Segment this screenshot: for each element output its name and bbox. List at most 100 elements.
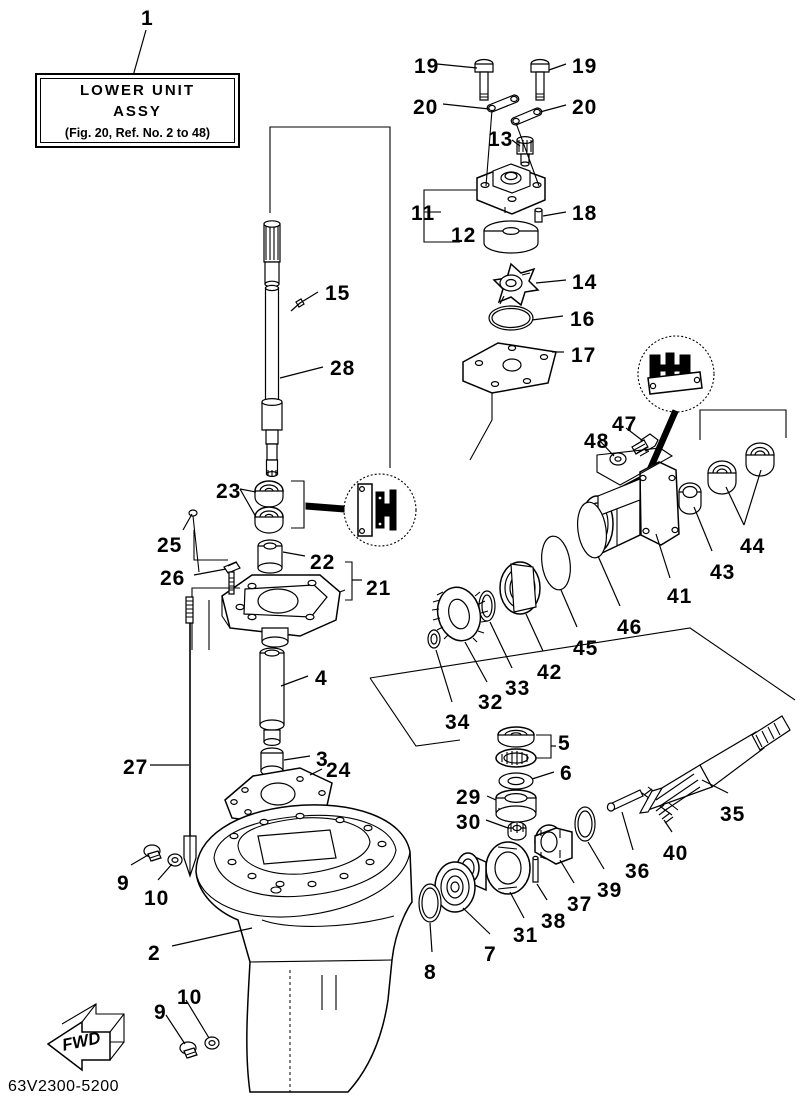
- ref-callout-27: 27: [123, 756, 149, 779]
- group-bracket-upper: [269, 126, 391, 468]
- part-8-ring: [418, 883, 442, 923]
- leader-33: [489, 621, 513, 669]
- part-14-impeller: [492, 262, 540, 307]
- leader-40: [663, 819, 673, 833]
- leader-28: [279, 366, 324, 379]
- leader-39: [587, 841, 605, 870]
- ref-callout-25: 25: [157, 534, 183, 557]
- ref-callout-28: 28: [330, 357, 356, 380]
- ref-callout-22: 22: [310, 551, 336, 574]
- part-38-cross-pin: [532, 855, 539, 883]
- ref-callout-24: 24: [326, 759, 352, 782]
- bracket-26: [191, 587, 240, 650]
- ref-callout-47: 47: [612, 413, 638, 436]
- part-35-propeller-shaft: [638, 715, 791, 814]
- leader-18: [542, 211, 567, 217]
- leader-44: [725, 469, 762, 526]
- part-23-bearing-lower: [254, 506, 284, 534]
- part-32-pinion-gear: [431, 586, 489, 643]
- ref-callout-31: 31: [513, 924, 539, 947]
- bracket-11-12: [423, 189, 477, 243]
- part-37-clutch-dog: [534, 824, 573, 865]
- ref-callout-15: 15: [325, 282, 351, 305]
- part-17-base-plate: [462, 342, 557, 461]
- part-3-bushing: [260, 747, 284, 777]
- ref-callout-30: 30: [456, 811, 482, 834]
- leader-8: [429, 922, 433, 953]
- leader-19-right: [548, 63, 567, 71]
- part-33-shim: [478, 590, 496, 622]
- part-5-bearing-b: [495, 748, 537, 768]
- part-11-pump-housing: [476, 163, 546, 215]
- leader-20-right: [539, 104, 567, 113]
- ref-callout-20: 20: [413, 96, 439, 119]
- part-27-shift-rod: [183, 596, 197, 878]
- part-43-bushing: [678, 482, 702, 515]
- part-6-washer: [498, 772, 534, 790]
- leader-23: [239, 488, 257, 518]
- ref-callout-42: 42: [537, 661, 563, 684]
- ref-callout-3: 3: [316, 748, 329, 771]
- part-34-ring: [427, 629, 441, 649]
- detail-pointer-left: [305, 502, 345, 513]
- leader-7: [462, 907, 491, 935]
- ref-callout-35: 35: [720, 803, 746, 826]
- ref-callout-9: 9: [117, 872, 130, 895]
- leader-41: [655, 533, 671, 579]
- leader-24: [309, 768, 323, 776]
- leader-30: [485, 819, 509, 829]
- ref-callout-46: 46: [617, 616, 643, 639]
- part-10-washer-upper: [167, 853, 183, 867]
- leader-31: [509, 891, 525, 919]
- leader-29: [486, 795, 497, 801]
- detail-circle-clip-right: [637, 335, 715, 413]
- part-5-bearing-a: [497, 726, 535, 748]
- bracket-21: [339, 561, 362, 601]
- leader-35: [701, 779, 729, 794]
- title-line-3: (Fig. 20, Ref. No. 2 to 48): [64, 125, 211, 140]
- ref-callout-18: 18: [572, 202, 598, 225]
- ref-callout-13: 13: [488, 128, 514, 151]
- ref-callout-41: 41: [667, 585, 693, 608]
- ref-callout-4: 4: [315, 667, 328, 690]
- part-4-shaft: [259, 647, 285, 746]
- part-20-clip-left: [486, 94, 520, 113]
- part-44-bearing-a: [707, 460, 737, 495]
- leader-10-upper: [157, 863, 173, 881]
- ref-callout-21: 21: [366, 577, 392, 600]
- part-19-bolt-left: [474, 58, 494, 101]
- leader-25: [182, 513, 193, 531]
- bracket-25: [193, 530, 228, 561]
- leader-6: [531, 771, 555, 780]
- ref-callout-29: 29: [456, 786, 482, 809]
- ref-callout-9: 9: [154, 1001, 167, 1024]
- detail-circle-clip-left: [343, 473, 417, 547]
- leader-4: [280, 675, 309, 687]
- ref-callout-32: 32: [478, 691, 504, 714]
- leader-9-lower: [165, 1014, 186, 1045]
- carrier-plate: [596, 447, 674, 486]
- bracket-44: [699, 409, 787, 440]
- leader-9-upper: [130, 854, 149, 866]
- part-36-plunger: [606, 789, 644, 812]
- ref-callout-20: 20: [572, 96, 598, 119]
- part-29-gear: [495, 789, 537, 823]
- ref-callout-10: 10: [177, 986, 203, 1009]
- leader-36: [621, 811, 634, 851]
- part-18-pin: [534, 207, 543, 223]
- ref-callout-37: 37: [567, 893, 593, 916]
- ref-callout-19: 19: [572, 55, 598, 78]
- ref-callout-34: 34: [445, 711, 471, 734]
- ref-callout-1: 1: [141, 7, 154, 30]
- part-45-oring: [541, 535, 571, 591]
- ref-callout-39: 39: [597, 879, 623, 902]
- ref-callout-33: 33: [505, 677, 531, 700]
- ref-callout-43: 43: [710, 561, 736, 584]
- leader-38: [536, 883, 548, 901]
- ref-callout-10: 10: [144, 887, 170, 910]
- ref-callout-40: 40: [663, 842, 689, 865]
- part-19-bolt-right: [530, 58, 550, 101]
- leader-14: [535, 279, 567, 284]
